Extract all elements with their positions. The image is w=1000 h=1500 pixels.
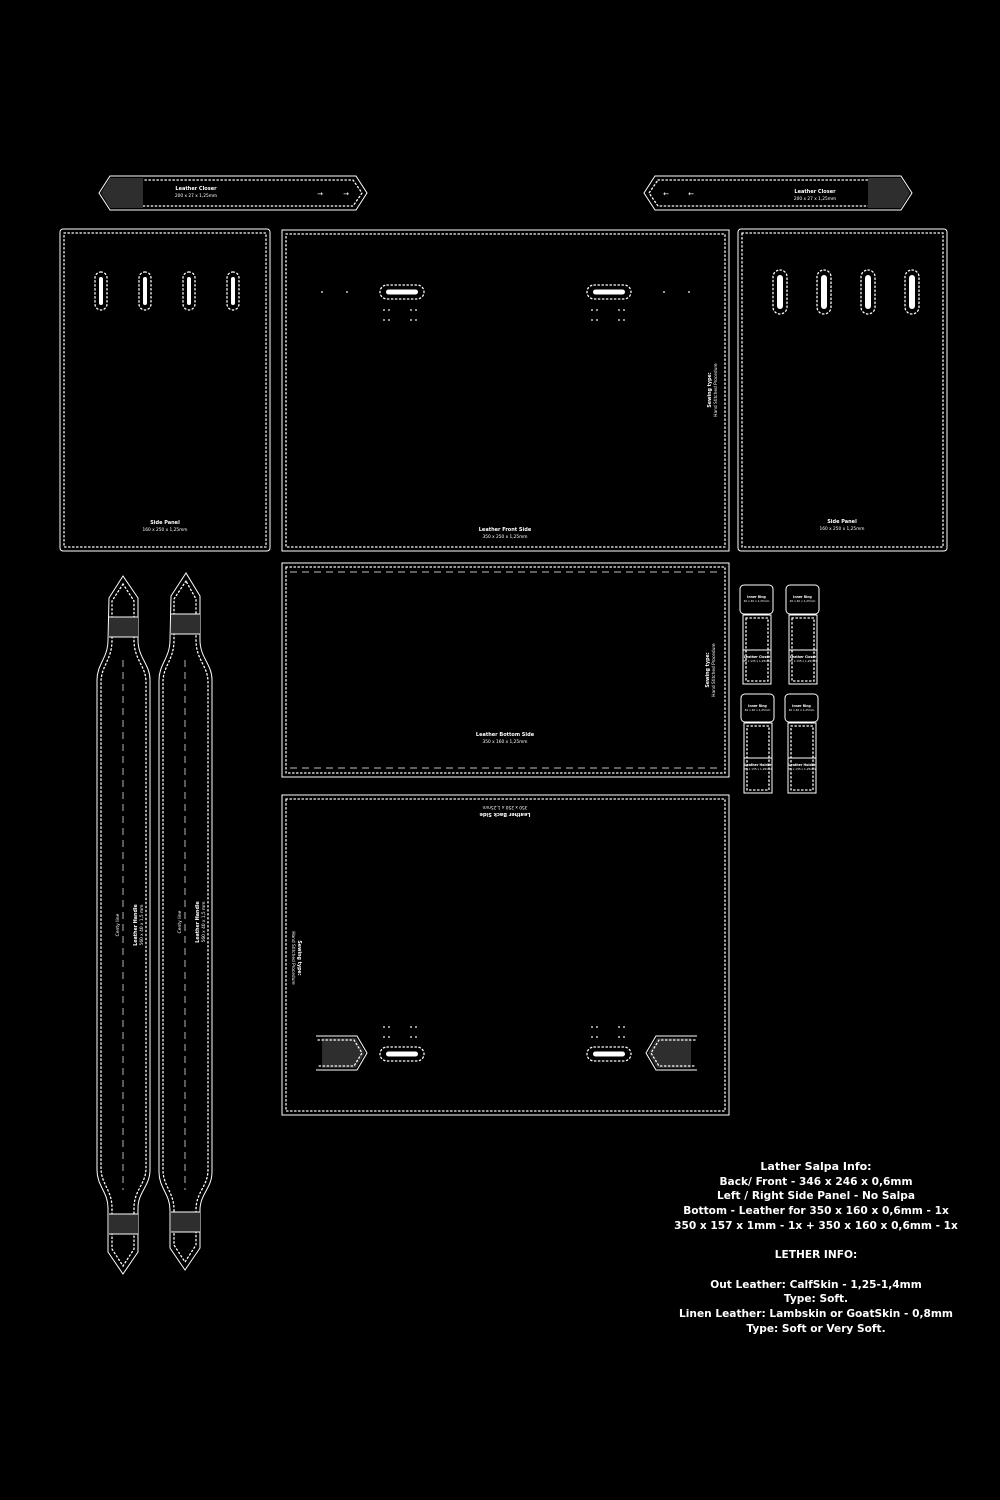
front-sewing-title: Sewing type: xyxy=(707,372,713,407)
side-right-name: Side Panel xyxy=(827,519,857,525)
tab-size: 35 x 135 x 1,25mm xyxy=(744,767,772,771)
back-hardware xyxy=(316,1026,697,1071)
handle-right-center: Centy line xyxy=(177,910,183,933)
front-name: Leather Front Side xyxy=(479,527,532,533)
handle-right-name: Leather Handle xyxy=(195,900,201,942)
ring-size: 40 x 40 x 1,25mm xyxy=(789,708,815,712)
arrow-icon: → xyxy=(343,190,349,198)
side-right-size: 160 x 250 x 1,25mm xyxy=(820,526,865,532)
bottom-sewing-title: Sewing type: xyxy=(705,652,711,687)
tab-size: 35 x 135 x 1,25mm xyxy=(788,767,816,771)
spacer xyxy=(660,1234,972,1249)
back-size: 350 x 250 x 1,25mm xyxy=(483,804,528,810)
side-panel-right: Side Panel 160 x 250 x 1,25mm xyxy=(737,228,948,552)
slot-group xyxy=(94,271,240,311)
handle-right-size: 560 x 40 x 1,5 mm xyxy=(201,902,207,943)
back-sewing-method: Hand Stitched Procedure xyxy=(290,931,296,985)
arrow-icon: ← xyxy=(688,190,694,198)
info-panel: Lather Salpa Info: Back/ Front - 346 x 2… xyxy=(660,1160,972,1336)
handle-right: Centy line Leather Handle 560 x 40 x 1,5… xyxy=(158,572,213,1271)
front-side: Sewing type: Hand Stitched Procedure Lea… xyxy=(281,229,730,552)
back-side: Leather Back Side 350 x 250 x 1,25mm Sew… xyxy=(281,794,730,1116)
side-left-size: 160 x 250 x 1,25mm xyxy=(143,527,188,533)
small-tabs: Inner Ring 40 x 40 x 1,25mm Leather Clos… xyxy=(739,584,820,794)
bottom-name: Leather Bottom Side xyxy=(476,732,535,738)
closer-right: Leather Closer 200 x 27 x 1,25mm ← ← xyxy=(643,175,913,211)
salpa-line: Left / Right Side Panel - No Salpa xyxy=(717,1190,915,1203)
ring-name: Inner Ring xyxy=(747,595,766,599)
front-sewing-method: Hand Stitched Procedure xyxy=(713,363,719,417)
handle-left: Centy line Leather Handle 560 x 40 x 1,5… xyxy=(96,575,151,1275)
back-sewing-title: Sewing type: xyxy=(296,940,302,975)
front-hardware xyxy=(321,284,690,321)
tab-size: 35 x 135 x 1,25mm xyxy=(789,659,817,663)
salpa-line: Bottom - Leather for 350 x 160 x 0,6mm -… xyxy=(683,1205,949,1218)
back-name: Leather Back Side xyxy=(479,811,531,817)
spacer xyxy=(660,1263,972,1278)
closer-left: Leather Closer 200 x 27 x 1,25mm → → xyxy=(98,175,368,211)
ring-size: 40 x 40 x 1,25mm xyxy=(744,599,770,603)
tab-name: Leather Closer xyxy=(790,655,817,659)
ring-name: Inner Ring xyxy=(793,595,812,599)
closer-left-size: 200 x 27 x 1,25mm xyxy=(175,193,217,199)
leather-line: Out Leather: CalfSkin - 1,25-1,4mm xyxy=(710,1278,922,1291)
ring-name: Inner Ring xyxy=(748,704,767,708)
tab-name: Leather Closer xyxy=(744,655,771,659)
salpa-line: Back/ Front - 346 x 246 x 0,6mm xyxy=(719,1175,913,1188)
ring-name: Inner Ring xyxy=(792,704,811,708)
front-size: 350 x 250 x 1,25mm xyxy=(483,534,528,540)
salpa-line: 350 x 157 x 1mm - 1x + 350 x 160 x 0,6mm… xyxy=(674,1219,958,1232)
leather-line: Type: Soft. xyxy=(783,1293,849,1306)
leather-info-title: LETHER INFO: xyxy=(774,1249,858,1262)
side-panel-left: Side Panel 160 x 250 x 1,25mm xyxy=(59,228,271,552)
arrow-icon: → xyxy=(317,190,323,198)
ring-size: 40 x 40 x 1,25mm xyxy=(745,708,771,712)
bottom-sewing-method: Hand Stitched Procedure xyxy=(711,643,717,697)
tab-size: 35 x 135 x 1,25mm xyxy=(743,659,771,663)
closer-right-name: Leather Closer xyxy=(794,189,836,195)
handle-left-center: Centy line xyxy=(115,913,121,936)
ring-size: 40 x 40 x 1,25mm xyxy=(790,599,816,603)
handle-left-name: Leather Handle xyxy=(133,903,139,945)
closer-right-size: 200 x 27 x 1,25mm xyxy=(794,196,836,202)
leather-line: Type: Soft or Very Soft. xyxy=(746,1322,886,1335)
side-left-name: Side Panel xyxy=(150,520,180,526)
handle-left-size: 560 x 40 x 1,5 mm xyxy=(139,905,145,946)
slot-group xyxy=(772,269,920,315)
tab-name: Leather Holder xyxy=(789,763,816,767)
bottom-size: 350 x 160 x 1,25mm xyxy=(483,739,528,745)
tab-name: Leather Holder xyxy=(745,763,772,767)
arrow-icon: ← xyxy=(663,190,669,198)
salpa-info-title: Lather Salpa Info: xyxy=(760,1160,872,1173)
bottom-side: Sewing type: Hand Stitched Procedure Lea… xyxy=(281,562,730,778)
closer-left-name: Leather Closer xyxy=(175,186,217,192)
leather-line: Linen Leather: Lambskin or GoatSkin - 0,… xyxy=(679,1308,953,1320)
